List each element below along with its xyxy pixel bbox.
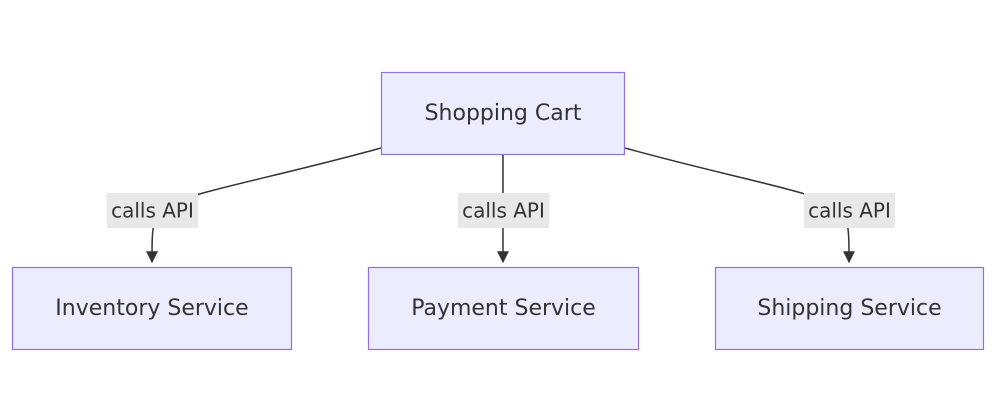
node-shopping-cart-label: Shopping Cart <box>425 101 582 126</box>
edge-label-payment-text: calls API <box>462 199 545 223</box>
edge-label-inventory: calls API <box>107 193 198 228</box>
node-payment-service-label: Payment Service <box>411 296 596 321</box>
node-inventory-service[interactable]: Inventory Service <box>11 266 293 351</box>
node-shipping-service-label: Shipping Service <box>757 296 941 321</box>
node-payment-service[interactable]: Payment Service <box>367 266 640 351</box>
node-shipping-service[interactable]: Shipping Service <box>714 266 985 351</box>
edge-label-shipping: calls API <box>804 193 895 228</box>
edge-label-inventory-text: calls API <box>111 199 194 223</box>
edge-label-shipping-text: calls API <box>808 199 891 223</box>
edge-label-payment: calls API <box>458 193 549 228</box>
node-shopping-cart[interactable]: Shopping Cart <box>380 71 626 156</box>
node-inventory-service-label: Inventory Service <box>55 296 248 321</box>
